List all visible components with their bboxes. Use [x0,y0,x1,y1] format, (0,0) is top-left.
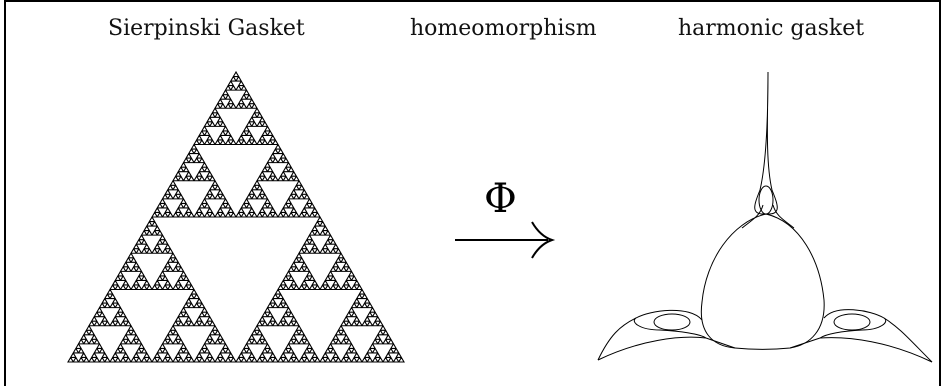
homeomorphism-label: homeomorphism [410,16,597,41]
harmonic-gasket-label: harmonic gasket [678,16,865,41]
sierpinski-gasket-label: Sierpinski Gasket [108,16,305,41]
homeomorphism-arrow [455,221,556,259]
phi-symbol: Φ [484,176,517,222]
sierpinski-triangles [67,70,405,363]
figure-frame [4,0,941,386]
harmonic-gasket [597,71,933,363]
sierpinski-gasket [67,70,405,363]
